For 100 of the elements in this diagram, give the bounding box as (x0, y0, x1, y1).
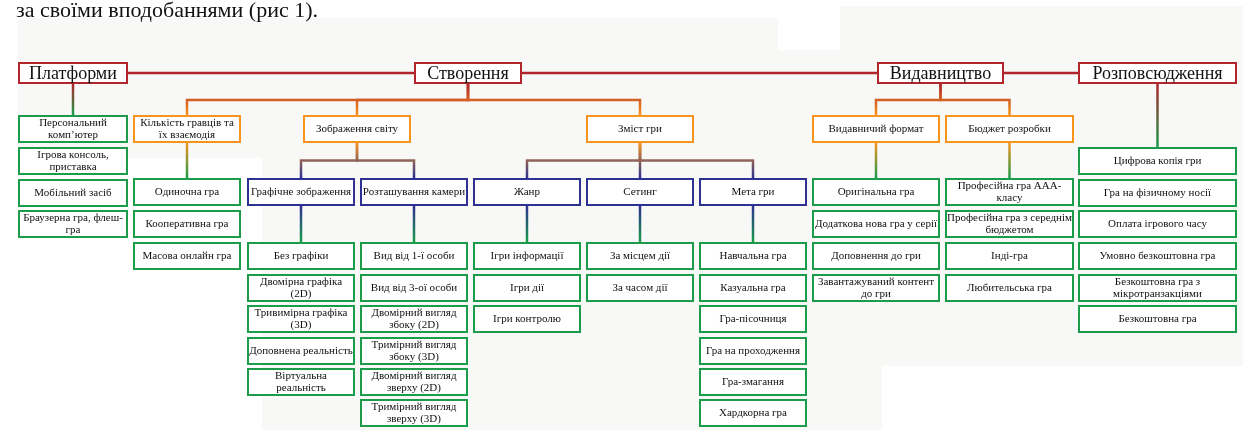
category-box (360, 399, 468, 427)
category-box (945, 242, 1074, 270)
box-label: Доповнена реальність (249, 345, 353, 357)
box-label: Одиночна гра (154, 186, 220, 198)
category-box (586, 178, 694, 206)
category-box (18, 115, 128, 143)
category-box (1078, 305, 1237, 333)
box-label: Жанр (514, 186, 540, 198)
category-box (812, 115, 940, 143)
box-label: Кооперативна гра (145, 218, 229, 230)
box-label: За часом дії (612, 282, 668, 294)
box-label: Видавництво (889, 63, 992, 83)
box-label: Зображення світу (315, 123, 399, 135)
box-label: Двомірна графіка (2D) (258, 276, 344, 300)
box-label: Професійна гра ААА-класу (956, 180, 1063, 204)
box-label: Оригінальна гра (837, 186, 915, 198)
category-box (945, 115, 1074, 143)
box-label: Професійна гра з середнім бюджетом (947, 212, 1072, 236)
connector-line (71, 84, 75, 115)
category-box (699, 274, 807, 302)
category-box (247, 305, 355, 333)
box-label: Хардкорна гра (719, 407, 787, 419)
category-box (945, 274, 1074, 302)
box-label: Казуальна гра (720, 282, 786, 294)
category-box (360, 178, 468, 206)
category-box (473, 305, 581, 333)
box-label: Доповнення до гри (831, 250, 921, 262)
category-box (812, 274, 940, 302)
box-label: Сетинг (623, 186, 657, 198)
category-box (699, 305, 807, 333)
box-label: Без графіки (273, 250, 329, 262)
category-box (18, 62, 128, 84)
category-box (1078, 242, 1237, 270)
box-label: Ігри інформації (490, 250, 564, 262)
category-box (1078, 147, 1237, 175)
box-label: Двомірний вигляд збоку (2D) (370, 307, 458, 331)
connector-line (751, 206, 755, 242)
box-label: Гра на проходження (706, 345, 800, 357)
connector-line (355, 143, 416, 178)
category-box (133, 242, 241, 270)
box-label: Тримірний вигляд збоку (3D) (370, 339, 458, 363)
caption-text: за своїми вподобаннями (рис 1). (16, 0, 318, 23)
box-label: За місцем дії (609, 250, 671, 262)
connector-line (128, 71, 414, 75)
category-box (133, 178, 241, 206)
box-label: Додаткова нова гра у серії (814, 218, 938, 230)
box-label: Двомірний вигляд зверху (2D) (370, 370, 458, 394)
box-label: Безкоштовна гра з мікротранзакціями (1112, 276, 1203, 300)
box-label: Безкоштовна гра (1118, 313, 1197, 325)
box-label: Ігри контролю (493, 313, 561, 325)
category-box (699, 337, 807, 365)
box-label: Браузерна гра, флеш-гра (22, 212, 124, 236)
box-label: Оплата ігрового часу (1108, 218, 1207, 230)
category-box (360, 368, 468, 396)
connector-line (638, 206, 642, 242)
category-box (473, 178, 581, 206)
box-label: Зміст гри (618, 123, 662, 135)
category-box (1078, 179, 1237, 207)
box-label: Графічне зображення (250, 186, 352, 198)
category-box (586, 274, 694, 302)
category-box (586, 242, 694, 270)
connector-line (299, 206, 303, 242)
category-box (1078, 210, 1237, 238)
box-label: Завантажуваний контент до гри (816, 276, 935, 300)
category-box (247, 274, 355, 302)
category-box (133, 210, 241, 238)
category-box (812, 178, 940, 206)
category-box (812, 242, 940, 270)
box-label: Персональний комп’ютер (38, 117, 108, 141)
category-box (360, 274, 468, 302)
box-label: Ігри дії (510, 282, 544, 294)
connector-line (466, 84, 642, 115)
connector-line (412, 206, 416, 242)
box-label: Тривимірна графіка (3D) (253, 307, 349, 331)
category-box (247, 337, 355, 365)
category-box (812, 210, 940, 238)
box-label: Видавничий формат (828, 123, 924, 135)
connector-line (638, 143, 755, 178)
category-box (1078, 62, 1237, 84)
box-label: Віртуальна реальність (274, 370, 328, 394)
box-label: Вид від 1-ї особи (373, 250, 455, 262)
category-box (360, 242, 468, 270)
category-box (247, 242, 355, 270)
connector-line (185, 143, 189, 178)
connector-line (1156, 84, 1159, 147)
category-box (1078, 274, 1237, 302)
category-box (699, 178, 807, 206)
box-label: Цифрова копія гри (1113, 155, 1202, 167)
box-label: Вид від 3-ої особи (370, 282, 458, 294)
category-box (699, 368, 807, 396)
connector-line (874, 143, 878, 178)
connector-line (1004, 71, 1078, 75)
category-box (133, 115, 241, 143)
category-box (877, 62, 1004, 84)
box-label: Розташування камери (362, 186, 466, 198)
box-label: Кількість гравців та їх взаємодія (139, 117, 235, 141)
box-label: Платформи (29, 63, 117, 83)
box-label: Навчальна гра (719, 250, 787, 262)
box-label: Інді-гра (991, 250, 1028, 262)
category-box (360, 305, 468, 333)
